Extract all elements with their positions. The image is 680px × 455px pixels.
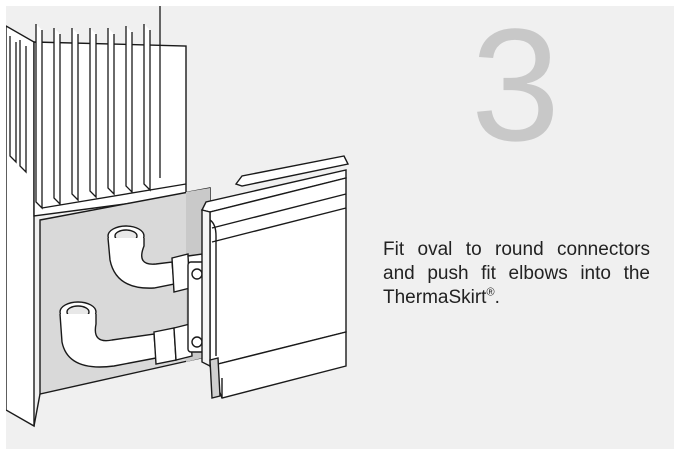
- ribbed-panel: [9, 6, 187, 210]
- instruction-text: Fit oval to round connectors and push fi…: [383, 238, 650, 310]
- installation-illustration: [6, 6, 350, 428]
- instruction-body: Fit oval to round connectors and push fi…: [383, 239, 650, 308]
- thermaskirt-board: [200, 155, 350, 399]
- registered-mark: ®: [486, 286, 495, 299]
- step-number: 3: [471, 6, 560, 174]
- wall-recess: [33, 187, 211, 427]
- instruction-panel: 3 Fit oval to round connectors and push …: [6, 6, 674, 449]
- instruction-end: .: [494, 287, 500, 308]
